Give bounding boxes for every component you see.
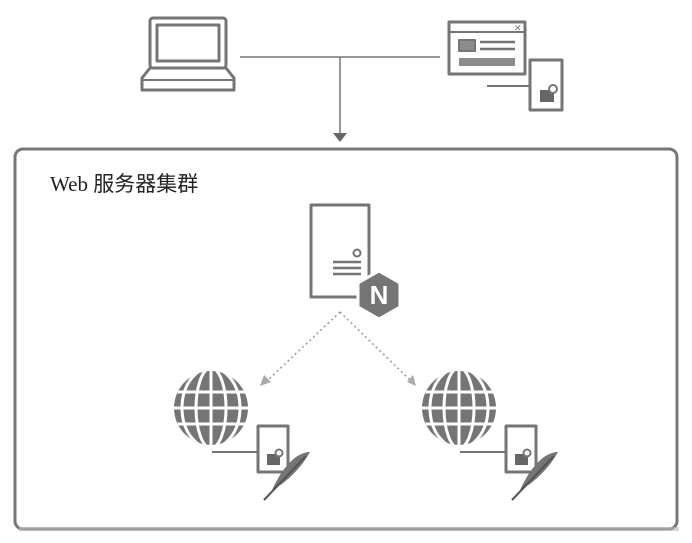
web-node-left xyxy=(174,371,310,501)
mobile-phone-icon xyxy=(460,424,538,474)
cluster-shadow xyxy=(19,527,679,531)
client-connector xyxy=(240,56,440,133)
connector-arrowhead-right xyxy=(407,375,416,386)
svg-text:✕: ✕ xyxy=(514,24,522,34)
browser-window-icon: ✕ xyxy=(447,20,527,76)
globe-icon xyxy=(422,371,496,445)
feather-icon xyxy=(263,452,310,501)
svg-text:N: N xyxy=(370,280,389,310)
distribution-connectors xyxy=(267,311,411,381)
web-node-right xyxy=(422,371,558,501)
nginx-icon: N xyxy=(356,269,402,321)
connector-arrowhead-left xyxy=(260,375,271,386)
feather-icon xyxy=(511,452,558,501)
server-icon xyxy=(309,203,371,299)
mobile-phone-icon xyxy=(212,424,290,474)
globe-icon xyxy=(174,371,248,445)
connector-arrowhead xyxy=(333,133,347,142)
cluster-title: Web 服务器集群 xyxy=(50,172,198,196)
mobile-phone-icon xyxy=(487,58,564,112)
laptop-icon xyxy=(140,16,236,92)
